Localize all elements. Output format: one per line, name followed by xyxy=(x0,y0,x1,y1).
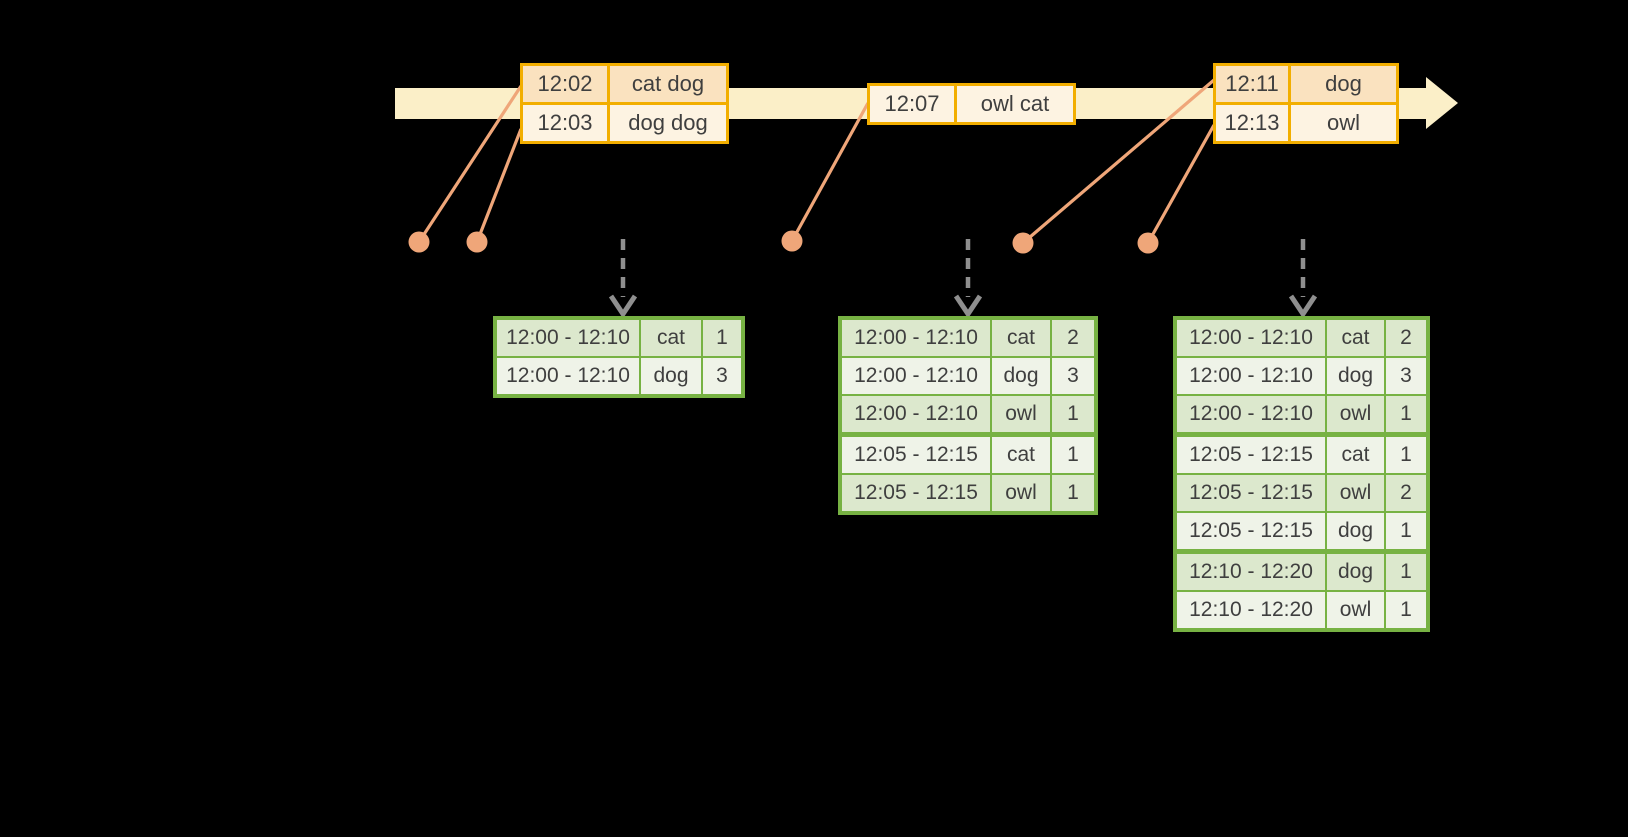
connector-line xyxy=(1146,124,1216,244)
word-cell: owl xyxy=(990,396,1050,432)
word-cell: cat xyxy=(639,320,701,356)
word-cell: owl xyxy=(1325,396,1384,432)
table-row: 12:00 - 12:10 cat 2 xyxy=(1177,320,1426,356)
count-cell: 1 xyxy=(1384,592,1426,628)
event-row: 12:03 dog dog xyxy=(523,105,726,141)
table-row: 12:00 - 12:10 owl 1 xyxy=(1177,394,1426,432)
event-words: dog xyxy=(1291,66,1396,102)
word-cell: cat xyxy=(1325,437,1384,473)
count-cell: 1 xyxy=(1384,513,1426,549)
word-cell: dog xyxy=(639,358,701,394)
window-cell: 12:00 - 12:10 xyxy=(497,358,639,394)
dashed-down-arrow-icon xyxy=(608,294,638,319)
connector-line xyxy=(417,85,523,243)
arrival-dot-icon xyxy=(1012,232,1034,254)
table-row: 12:05 - 12:15 dog 1 xyxy=(1177,511,1426,549)
event-words: owl xyxy=(1291,105,1396,141)
event-time: 12:11 xyxy=(1216,66,1288,102)
word-cell: dog xyxy=(1325,554,1384,590)
count-cell: 1 xyxy=(1384,554,1426,590)
event-time: 12:03 xyxy=(523,105,607,141)
word-cell: owl xyxy=(1325,475,1384,511)
window-cell: 12:10 - 12:20 xyxy=(1177,554,1325,590)
table-row: 12:05 - 12:15 owl 2 xyxy=(1177,473,1426,511)
count-cell: 3 xyxy=(1050,358,1094,394)
count-cell: 3 xyxy=(1384,358,1426,394)
connector-line xyxy=(790,102,870,242)
word-cell: cat xyxy=(990,320,1050,356)
window-cell: 12:00 - 12:10 xyxy=(842,320,990,356)
table-row: 12:00 - 12:10 dog 3 xyxy=(497,356,741,394)
table-row: 12:10 - 12:20 dog 1 xyxy=(1177,549,1426,590)
word-cell: dog xyxy=(1325,358,1384,394)
connector-line xyxy=(475,128,523,243)
count-cell: 1 xyxy=(1384,437,1426,473)
dashed-down-arrow-icon xyxy=(953,294,983,319)
event-words: owl cat xyxy=(957,86,1073,122)
window-cell: 12:00 - 12:10 xyxy=(842,396,990,432)
connector-line xyxy=(1021,78,1216,245)
event-time: 12:07 xyxy=(870,86,954,122)
window-cell: 12:05 - 12:15 xyxy=(1177,513,1325,549)
table-row: 12:00 - 12:10 owl 1 xyxy=(842,394,1094,432)
event-words: dog dog xyxy=(610,105,726,141)
window-cell: 12:05 - 12:15 xyxy=(1177,437,1325,473)
count-cell: 3 xyxy=(701,358,741,394)
table-row: 12:10 - 12:20 owl 1 xyxy=(1177,590,1426,628)
window-cell: 12:00 - 12:10 xyxy=(497,320,639,356)
count-cell: 1 xyxy=(701,320,741,356)
table-row: 12:05 - 12:15 cat 1 xyxy=(1177,432,1426,473)
table-row: 12:05 - 12:15 cat 1 xyxy=(842,432,1094,473)
word-cell: cat xyxy=(1325,320,1384,356)
table-row: 12:00 - 12:10 dog 3 xyxy=(842,356,1094,394)
result-table-1: 12:00 - 12:10 cat 1 12:00 - 12:10 dog 3 xyxy=(493,316,745,398)
word-cell: owl xyxy=(1325,592,1384,628)
table-row: 12:00 - 12:10 dog 3 xyxy=(1177,356,1426,394)
event-box-1: 12:02 cat dog 12:03 dog dog xyxy=(520,63,729,144)
window-cell: 12:10 - 12:20 xyxy=(1177,592,1325,628)
arrival-dot-icon xyxy=(408,231,430,253)
arrival-dot-icon xyxy=(1137,232,1159,254)
word-cell: dog xyxy=(1325,513,1384,549)
window-cell: 12:05 - 12:15 xyxy=(842,437,990,473)
event-row: 12:11 dog xyxy=(1216,66,1396,102)
window-cell: 12:05 - 12:15 xyxy=(842,475,990,511)
count-cell: 1 xyxy=(1384,396,1426,432)
word-cell: dog xyxy=(990,358,1050,394)
count-cell: 2 xyxy=(1384,320,1426,356)
event-row: 12:13 owl xyxy=(1216,105,1396,141)
event-time: 12:02 xyxy=(523,66,607,102)
window-cell: 12:00 - 12:10 xyxy=(1177,396,1325,432)
event-box-2: 12:07 owl cat xyxy=(867,83,1076,125)
count-cell: 2 xyxy=(1050,320,1094,356)
count-cell: 2 xyxy=(1384,475,1426,511)
word-cell: cat xyxy=(990,437,1050,473)
dashed-down-arrow-icon xyxy=(1288,294,1318,319)
result-table-3: 12:00 - 12:10 cat 2 12:00 - 12:10 dog 3 … xyxy=(1173,316,1430,632)
event-time: 12:13 xyxy=(1216,105,1288,141)
event-row: 12:02 cat dog xyxy=(523,66,726,102)
event-words: cat dog xyxy=(610,66,726,102)
table-row: 12:05 - 12:15 owl 1 xyxy=(842,473,1094,511)
window-cell: 12:05 - 12:15 xyxy=(1177,475,1325,511)
result-table-2: 12:00 - 12:10 cat 2 12:00 - 12:10 dog 3 … xyxy=(838,316,1098,515)
table-row: 12:00 - 12:10 cat 1 xyxy=(497,320,741,356)
event-box-3: 12:11 dog 12:13 owl xyxy=(1213,63,1399,144)
count-cell: 1 xyxy=(1050,396,1094,432)
window-cell: 12:00 - 12:10 xyxy=(842,358,990,394)
event-row: 12:07 owl cat xyxy=(870,86,1073,122)
word-cell: owl xyxy=(990,475,1050,511)
count-cell: 1 xyxy=(1050,437,1094,473)
window-cell: 12:00 - 12:10 xyxy=(1177,358,1325,394)
timeline-arrowhead-icon xyxy=(1426,77,1458,129)
table-row: 12:00 - 12:10 cat 2 xyxy=(842,320,1094,356)
window-cell: 12:00 - 12:10 xyxy=(1177,320,1325,356)
arrival-dot-icon xyxy=(781,230,803,252)
arrival-dot-icon xyxy=(466,231,488,253)
count-cell: 1 xyxy=(1050,475,1094,511)
